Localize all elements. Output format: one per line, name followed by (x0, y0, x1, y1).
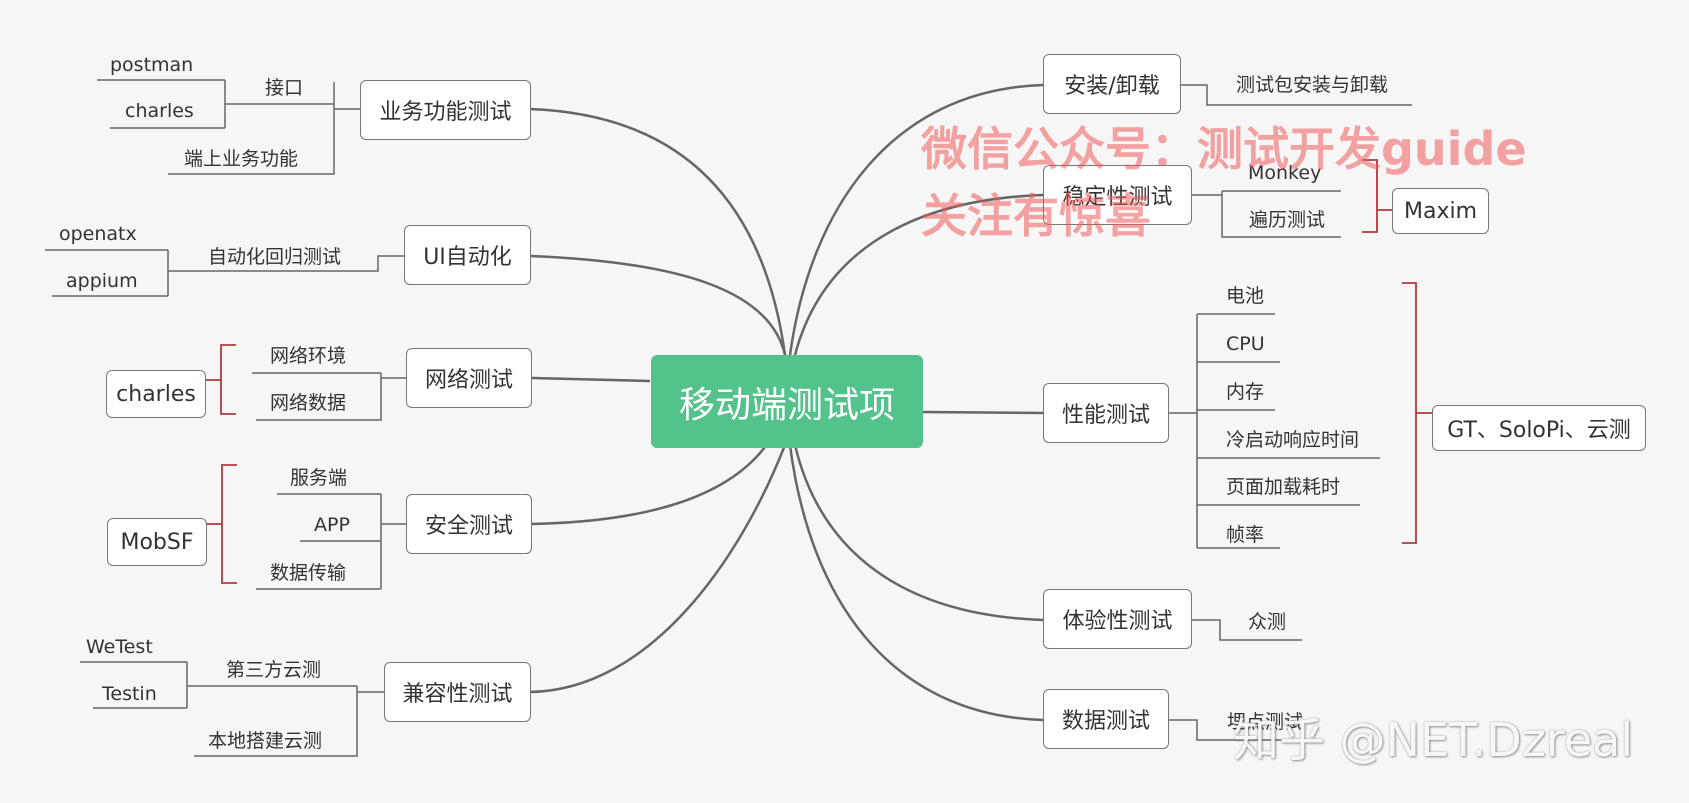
label-third-party-cloud: 第三方云测 (226, 659, 322, 681)
watermark-wechat: 微信公众号：测试开发guide (921, 122, 1527, 176)
watermark-surprise: 关注有惊喜 (921, 189, 1151, 243)
label-charles-business: charles (125, 100, 194, 122)
curve-ui (529, 254, 787, 356)
label-traverse-test: 遍历测试 (1249, 209, 1326, 231)
label-app: APP (314, 514, 350, 536)
label-cpu: CPU (1226, 333, 1265, 355)
label-page-load: 页面加载耗时 (1226, 476, 1341, 498)
node-mobsf-tool[interactable]: MobSF (107, 518, 207, 566)
node-install-uninstall[interactable]: 安装/卸载 (1043, 54, 1181, 114)
label-openatx: openatx (59, 223, 137, 245)
label-wetest: WeTest (86, 636, 153, 658)
curve-compat (529, 444, 787, 694)
label-testin: Testin (102, 683, 157, 705)
node-perf-tools[interactable]: GT、SoloPi、云测 (1432, 405, 1646, 451)
curve-install (788, 83, 1044, 356)
curve-business (529, 107, 787, 356)
bracket-network (206, 344, 236, 415)
label-battery: 电池 (1226, 285, 1265, 307)
node-experience-test[interactable]: 体验性测试 (1043, 589, 1192, 649)
bracket-stability (1362, 159, 1392, 233)
label-network-data: 网络数据 (270, 392, 347, 414)
node-charles-tool[interactable]: charles (106, 370, 206, 418)
node-security-test[interactable]: 安全测试 (406, 494, 532, 554)
node-compat-test[interactable]: 兼容性测试 (384, 662, 531, 722)
curve-performance (919, 410, 1044, 415)
label-crowd-test: 众测 (1248, 611, 1287, 633)
label-monkey: Monkey (1248, 162, 1322, 184)
watermark-zhihu: 知乎 @NET.Dzreal (1233, 713, 1634, 767)
label-frame-rate: 帧率 (1226, 524, 1265, 546)
node-maxim-tool[interactable]: Maxim (1392, 188, 1489, 234)
curve-experience (793, 444, 1044, 622)
curve-stability (793, 193, 1044, 356)
curve-security (529, 439, 772, 526)
label-tracking-test: 埋点测试 (1227, 711, 1304, 733)
curve-data (788, 444, 1044, 722)
label-server-side: 服务端 (290, 467, 348, 489)
bracket-performance (1402, 282, 1432, 544)
curve-network (531, 376, 651, 383)
label-postman: postman (110, 54, 194, 76)
label-data-transfer: 数据传输 (270, 562, 347, 584)
node-stability-test[interactable]: 稳定性测试 (1043, 165, 1192, 225)
node-ui-automation[interactable]: UI自动化 (404, 225, 531, 285)
root-node[interactable]: 移动端测试项 (651, 355, 923, 448)
label-package-install: 测试包安装与卸载 (1236, 74, 1389, 96)
label-regression: 自动化回归测试 (208, 246, 342, 268)
label-memory: 内存 (1226, 381, 1265, 403)
label-appium: appium (66, 270, 138, 292)
node-network-test[interactable]: 网络测试 (406, 348, 532, 408)
node-data-test[interactable]: 数据测试 (1043, 689, 1169, 749)
label-network-env: 网络环境 (270, 345, 347, 367)
bracket-security (207, 464, 237, 584)
node-business-test[interactable]: 业务功能测试 (360, 80, 531, 140)
label-client-function: 端上业务功能 (184, 148, 299, 170)
label-local-cloud: 本地搭建云测 (208, 730, 323, 752)
node-performance-test[interactable]: 性能测试 (1043, 383, 1169, 443)
label-interface: 接口 (265, 77, 304, 99)
label-cold-start: 冷启动响应时间 (1226, 429, 1360, 451)
